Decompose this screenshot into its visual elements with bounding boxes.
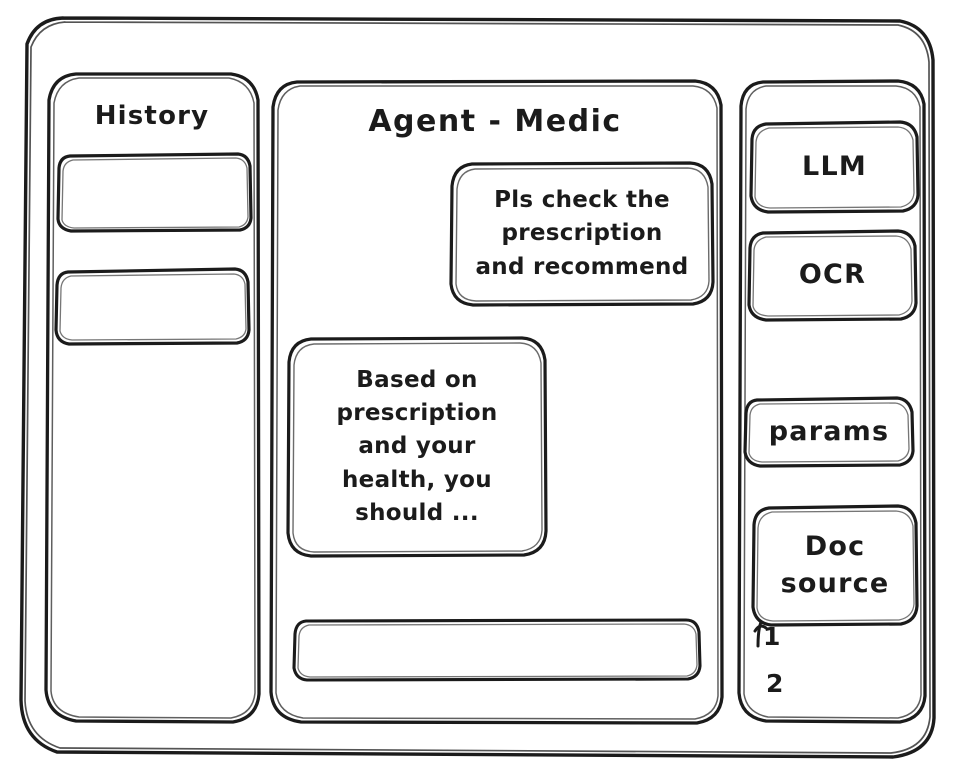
doc-source-list-item[interactable]: 1: [752, 618, 792, 656]
doc-source-list-item[interactable]: 2: [755, 665, 795, 703]
tool-label: LLM: [802, 150, 867, 182]
user-message-bubble: Pls check the prescription and recommend: [451, 163, 713, 305]
tool-button-doc-source[interactable]: Doc source: [753, 506, 917, 625]
tool-button-params[interactable]: params: [745, 398, 913, 466]
history-item[interactable]: [58, 154, 251, 231]
history-title: History: [94, 100, 210, 131]
doc-source-marker: 1: [763, 622, 781, 652]
user-message-text: Pls check the prescription and recommend: [475, 186, 689, 280]
tool-label: params: [768, 415, 890, 447]
doc-source-marker: 2: [766, 669, 784, 699]
tool-label: OCR: [798, 259, 867, 291]
agent-message-bubble: Based on prescription and your health, y…: [288, 338, 546, 556]
history-item-label: [58, 154, 251, 231]
tool-label: Doc source: [780, 531, 890, 599]
history-item-label: [56, 269, 249, 344]
agent-message-text: Based on prescription and your health, y…: [336, 366, 498, 527]
message-composer-input[interactable]: [294, 620, 700, 680]
tool-button-llm[interactable]: LLM: [751, 122, 918, 212]
tool-button-ocr[interactable]: OCR: [749, 231, 916, 320]
composer-value: [294, 620, 700, 680]
page-title: Agent - Medic: [368, 103, 622, 139]
history-item[interactable]: [56, 269, 249, 344]
